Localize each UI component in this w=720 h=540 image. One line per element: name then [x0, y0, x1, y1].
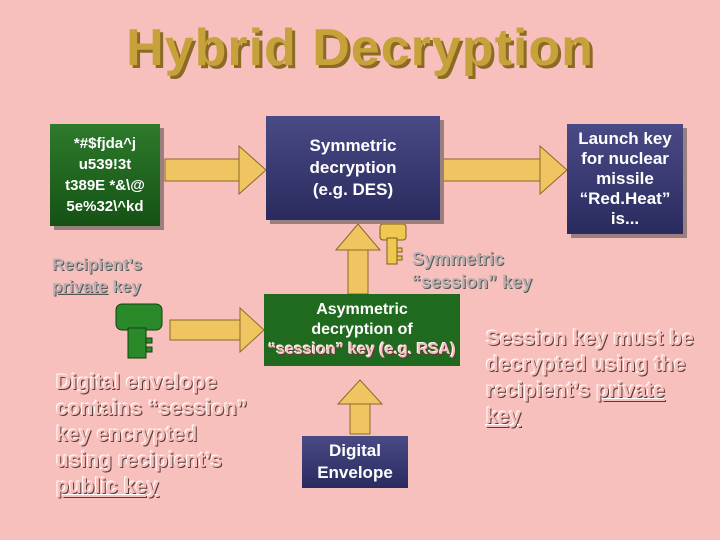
session-key-label: Symmetric “session” key	[412, 248, 532, 294]
plaintext-box: Launch key for nuclear missile “Red.Heat…	[567, 124, 683, 234]
digital-envelope-box: Digital Envelope	[302, 436, 408, 488]
ciphertext-line: t389E *&\@	[65, 177, 145, 194]
envelope-note-line: contains “session”	[56, 397, 248, 420]
asymmetric-line: Asymmetric	[316, 301, 408, 318]
plaintext-line: for nuclear	[581, 149, 669, 168]
arrow-private-key-to-asymmetric	[169, 306, 265, 354]
plaintext-line: Launch key	[578, 129, 672, 148]
symmetric-decryption-box: Symmetric decryption (e.g. DES)	[266, 116, 440, 220]
session-key-icon	[379, 223, 407, 265]
ciphertext-line: u539!3t	[78, 156, 132, 173]
plaintext-line: “Red.Heat”	[579, 189, 671, 208]
session-key-label-line: Symmetric	[412, 249, 505, 269]
ciphertext-line: *#$fjda^j	[73, 135, 137, 152]
asymmetric-decryption-box: Asymmetric decryption of “session” key (…	[264, 294, 460, 366]
envelope-line: Digital	[329, 441, 381, 460]
envelope-note-line: using recipient’s	[56, 449, 223, 472]
symmetric-line: decryption	[309, 158, 397, 177]
session-note-private: private	[596, 379, 665, 402]
page-title: Hybrid Decryption	[126, 19, 594, 77]
arrow-up-to-symmetric	[334, 223, 382, 295]
session-note-line: Session key must be	[486, 327, 694, 350]
arrow-to-symmetric	[164, 144, 267, 196]
plaintext-line: missile	[596, 169, 654, 188]
digital-envelope-note: Digital envelope contains “session” key …	[56, 370, 247, 500]
ciphertext-box: *#$fjda^j u539!3t t389E *&\@ 5e%32\^kd	[50, 124, 160, 226]
plaintext-line: is...	[610, 209, 640, 228]
recipient-label-line: Recipient’s	[52, 255, 143, 274]
private-word: private	[52, 277, 108, 296]
asymmetric-line: “session” key (e.g. RSA)	[268, 341, 456, 358]
key-word: key	[107, 277, 141, 296]
session-note-pre: recipient’s	[486, 379, 597, 402]
arrow-to-plaintext	[439, 144, 568, 196]
asymmetric-line: decryption of	[311, 321, 413, 338]
session-note-key: key	[486, 405, 522, 428]
symmetric-line: (e.g. DES)	[312, 180, 394, 199]
envelope-line: Envelope	[317, 463, 393, 482]
private-key-icon	[115, 303, 163, 359]
session-note-line: decrypted using the	[486, 353, 686, 376]
ciphertext-line: 5e%32\^kd	[66, 198, 144, 215]
recipient-private-key-label: Recipient’s private key	[52, 254, 142, 298]
envelope-note-line: Digital envelope	[56, 371, 218, 394]
session-key-note: Session key must be decrypted using the …	[486, 326, 694, 430]
session-key-label-line: “session” key	[412, 272, 533, 292]
public-key-text: public key	[56, 475, 159, 498]
envelope-note-line: key encrypted	[56, 423, 198, 446]
symmetric-line: Symmetric	[309, 136, 397, 155]
arrow-up-from-envelope	[336, 379, 384, 435]
